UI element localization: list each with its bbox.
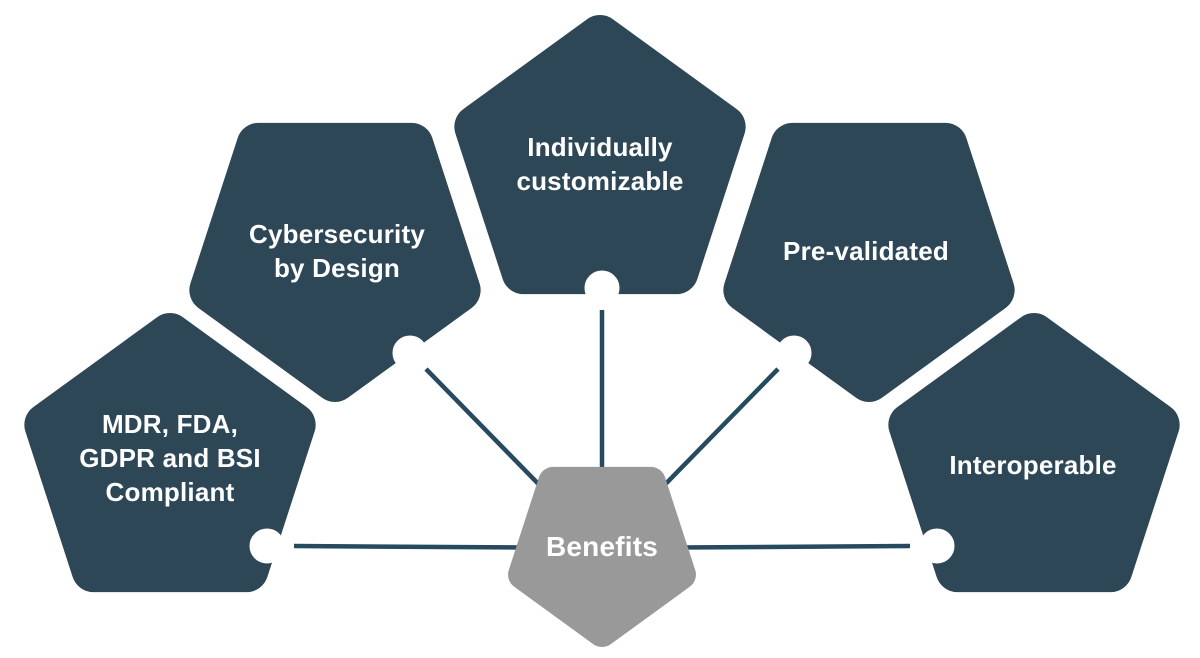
connector-dot-mdr bbox=[249, 528, 285, 564]
connector-dot-interoperable bbox=[919, 528, 955, 564]
pentagon-benefits-center bbox=[523, 482, 681, 632]
connector-dot-customizable bbox=[584, 270, 620, 306]
connector-dot-cybersecurity bbox=[392, 335, 428, 371]
pentagon-customizable bbox=[476, 37, 723, 272]
connector-dot-prevalidated bbox=[776, 335, 812, 371]
